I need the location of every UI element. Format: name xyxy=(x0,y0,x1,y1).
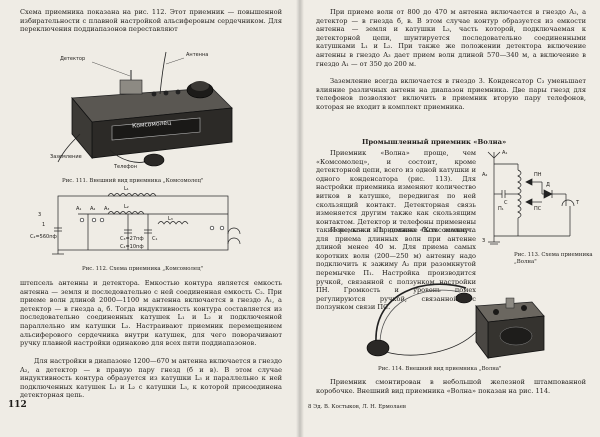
right-paragraph-5: Приемник смонтирован в небольшой железно… xyxy=(316,378,586,395)
schematic-volna-c: C xyxy=(504,200,508,206)
schematic-label-c1: C₁ xyxy=(152,236,158,242)
schematic-label-1: 1 xyxy=(42,222,46,228)
schematic-label-c3: C₃=27пф xyxy=(120,236,144,242)
left-page-number: 112 xyxy=(8,400,27,410)
schematic-volna-p1: П₁ xyxy=(498,206,504,212)
schematic-volna-z: З xyxy=(482,238,486,244)
right-page: При приеме волн от 800 до 470 м антенна … xyxy=(300,0,600,437)
left-page: Схема приемника показана на рис. 112. Эт… xyxy=(8,8,282,410)
ground-label: Заземление xyxy=(50,154,82,160)
left-paragraph-bottom-1: штепсель антенны и детектора. Емкостью к… xyxy=(20,279,282,348)
schematic-label-l3: L₃ xyxy=(168,216,173,222)
left-paragraph-bottom-2: Для настройки в диапазоне 1200—670 м ант… xyxy=(20,357,282,400)
receiver-volna-drawing xyxy=(366,283,545,360)
fig114-caption: Рис. 114. Внешний вид приемника „Волна" xyxy=(378,366,502,372)
detector-label: Детектор xyxy=(60,56,86,62)
antenna-label: Антенна xyxy=(186,52,209,58)
book-gutter xyxy=(296,0,304,437)
schematic-label-c2: C₂=560пф xyxy=(30,234,57,240)
schematic-volna-t: Т xyxy=(576,200,580,206)
receiver-komsomolets-drawing xyxy=(57,51,233,167)
fig112-schematic: 3 C₂=560пф 1 A₁ A₂ A₃ C₃=27пф C₄=10пф C₁… xyxy=(28,186,268,256)
right-paragraph-2: Заземление всегда включается в гнездо 3.… xyxy=(316,77,586,111)
schematic-label-c4: C₄=10пф xyxy=(120,244,144,250)
schematic-volna xyxy=(487,151,575,245)
fig111-photo: Детектор Антенна Комсомолец Заземление Т… xyxy=(50,50,250,170)
section-heading-volna: Промышленный приемник «Волна» xyxy=(362,138,507,146)
fig113-caption: Рис. 113. Схема приемника „Волна" xyxy=(514,252,593,265)
schematic-volna-ps: ПС xyxy=(534,206,542,212)
right-page-footer: 8 Эд. В. Костыков, Л. Н. Ермолаев xyxy=(308,404,406,410)
schematic-label-a3: A₃ xyxy=(104,206,110,212)
schematic-komsomolets xyxy=(52,193,241,255)
phone-label: Телефон xyxy=(114,164,138,170)
fig111-caption: Рис. 111. Внешний вид приемника „Комсомо… xyxy=(62,178,204,184)
fig114-photo xyxy=(356,272,556,362)
right-paragraph-3: Приемник «Волна» проще, чем «Комсомолец»… xyxy=(316,149,476,235)
schematic-label-3: 3 xyxy=(38,212,42,218)
schematic-volna-a2: A₂ xyxy=(482,172,488,178)
schematic-volna-d: Д xyxy=(546,182,550,188)
schematic-volna-pn: ПН xyxy=(534,172,542,178)
right-paragraph-1: При приеме волн от 800 до 470 м антенна … xyxy=(316,8,586,68)
schematic-label-a1: A₁ xyxy=(76,206,82,212)
fig113-schematic: A₁ A₂ П₁ ПН ПС Д C Т З xyxy=(482,150,592,250)
schematic-volna-a1: A₁ xyxy=(502,150,508,156)
right-paragraph-4: Перемычка П₁ должна быть замкнута для пр… xyxy=(316,226,476,312)
schematic-label-l1: L₁ xyxy=(124,186,129,192)
schematic-label-l2: L₂ xyxy=(124,204,129,210)
schematic-label-a2: A₂ xyxy=(90,206,96,212)
fig112-caption: Рис. 112. Схема приемника „Комсомолец" xyxy=(82,266,204,272)
left-paragraph-top: Схема приемника показана на рис. 112. Эт… xyxy=(20,8,282,34)
